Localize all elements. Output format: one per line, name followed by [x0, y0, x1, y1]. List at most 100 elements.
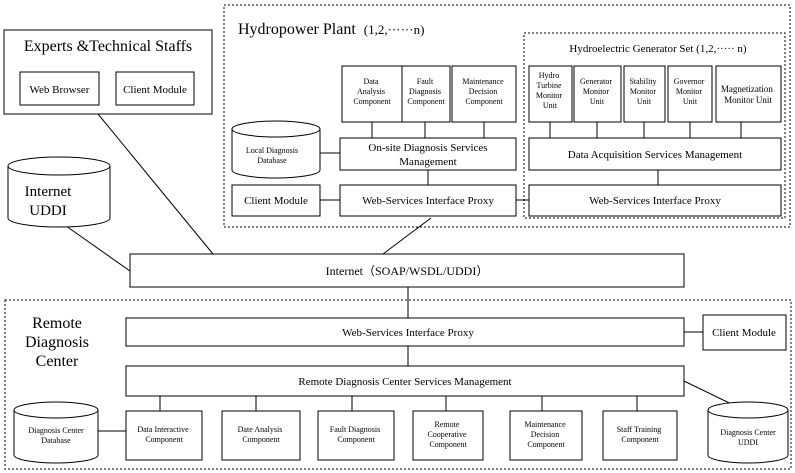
remote-client-module[interactable] [702, 314, 787, 351]
generator-set-dashed-boundary [523, 32, 786, 219]
remote-diagnosis-center-group: Remote Diagnosis Center Web-Services Int… [4, 299, 792, 470]
remote-comp-5-l2: Decision [531, 430, 559, 439]
gen-unit-1-l3: Monitor [536, 91, 563, 100]
daq-mgmt-label: Data Acquisition Services Management [568, 149, 742, 161]
gen-ws-proxy-label: Web-Services Interface Proxy [589, 195, 721, 207]
remote-comp-2-text: Date Analysis Component [238, 425, 285, 444]
gen-unit-5-l2: Monitor Unit [724, 95, 772, 105]
plant-title: Hydropower Plant (1,2,······n) [238, 21, 424, 38]
gen-unit-3-text: Stability Monitor Unit [629, 77, 658, 106]
hydro-turbine-monitor-unit[interactable] [528, 65, 573, 123]
internet-bar-label: Internet（SOAP/WSDL/UDDI） [326, 264, 489, 278]
staff-training-component[interactable] [602, 410, 678, 461]
remote-comp-5-l3: Component [527, 440, 565, 449]
remote-comp-6-l1: Staff Training [617, 425, 662, 434]
stability-monitor-unit[interactable] [623, 65, 666, 123]
data-acquisition-services-management[interactable] [528, 137, 782, 171]
gen-unit-4-l1: Governor [674, 77, 705, 86]
remote-comp-3-text: Fault Diagnosis Component [330, 425, 382, 444]
remote-dashed-boundary [4, 299, 792, 470]
remote-comp-4-text: Remote Cooperative Component [427, 420, 468, 449]
onsite-diagnosis-services-management[interactable] [339, 137, 517, 171]
experts-client-module-label: Client Module [123, 84, 187, 96]
local-db-line-2: Database [257, 156, 287, 165]
governor-monitor-unit[interactable] [667, 65, 713, 123]
remote-title-line-1: Remote [32, 315, 82, 332]
plant-comp-3-l1: Maintenance [462, 77, 504, 86]
internet-soap-wsdl-uddi[interactable] [129, 253, 685, 288]
gen-unit-4-text: Governor Monitor Unit [674, 77, 707, 106]
plant-comp-1-l1: Data [363, 77, 379, 86]
remote-services-mgmt-label: Remote Diagnosis Center Services Managem… [298, 376, 511, 388]
connectors [58, 113, 749, 432]
remote-db-line-1: Diagnosis Center [28, 426, 84, 435]
web-browser-label: Web Browser [30, 84, 90, 96]
web-browser-box[interactable] [19, 71, 100, 106]
remote-comp-4-l1: Remote [435, 420, 460, 429]
plant-web-services-interface-proxy[interactable] [339, 184, 517, 217]
plant-comp-2-text: Fault Diagnosis Component [407, 77, 445, 106]
plant-title-text: Hydropower Plant [238, 21, 356, 38]
remote-ws-proxy-label: Web-Services Interface Proxy [342, 327, 474, 339]
onsite-mgmt-line-2: Management [399, 156, 456, 168]
remote-comp-4-l3: Component [429, 440, 467, 449]
gen-unit-2-text: Generator Monitor Unit [580, 77, 614, 106]
remote-comp-3-l2: Component [337, 435, 375, 444]
gen-unit-3-l2: Monitor [630, 87, 657, 96]
maintenance-decision-component[interactable] [509, 410, 583, 461]
plant-comp-2-l3: Component [407, 97, 445, 106]
remote-comp-1-l2: Component [145, 435, 183, 444]
plant-fault-diagnosis-component[interactable] [401, 65, 451, 123]
internet-uddi-database: Internet UDDI [7, 156, 111, 228]
generator-web-services-interface-proxy[interactable] [528, 184, 782, 217]
connector-uddi-internet [58, 220, 131, 272]
gen-unit-5-l1: Magnetization [721, 84, 773, 94]
generator-monitor-unit[interactable] [573, 65, 622, 123]
date-analysis-component[interactable] [221, 410, 301, 461]
remote-title-line-2: Diagnosis [25, 334, 89, 351]
remote-comp-5-text: Maintenance Decision Component [524, 420, 567, 449]
remote-diagnosis-center-services-management[interactable] [125, 365, 685, 397]
data-interactive-component[interactable] [125, 410, 203, 461]
remote-web-services-interface-proxy[interactable] [125, 317, 685, 347]
plant-ws-proxy-label: Web-Services Interface Proxy [362, 195, 494, 207]
remote-comp-1-l1: Data Interactive [137, 425, 189, 434]
plant-maintenance-decision-component[interactable] [451, 65, 517, 123]
fault-diagnosis-component[interactable] [317, 410, 395, 461]
plant-client-module[interactable] [231, 184, 321, 217]
remote-cooperative-component[interactable] [412, 410, 484, 461]
plant-dashed-boundary [223, 4, 791, 228]
remote-client-module-label: Client Module [712, 327, 776, 339]
plant-comp-3-text: Maintenance Decision Component [462, 77, 505, 106]
plant-comp-1-l2: Analysis [357, 87, 385, 96]
remote-comp-6-text: Staff Training Component [617, 425, 664, 444]
gen-unit-2-l3: Unit [590, 97, 605, 106]
remote-comp-3-l1: Fault Diagnosis [330, 425, 380, 434]
remote-comp-1-text: Data Interactive Component [137, 425, 190, 444]
generator-set-group: Hydroelectric Generator Set (1,2,····· n… [523, 32, 786, 219]
plant-comp-3-l2: Decision [469, 87, 497, 96]
remote-comp-2-l1: Date Analysis [238, 425, 283, 434]
connector-experts-internet [97, 113, 214, 255]
plant-client-module-label: Client Module [244, 195, 308, 207]
plant-comp-2-l1: Fault [417, 77, 434, 86]
remote-comp-2-l2: Component [242, 435, 280, 444]
plant-comp-1-l3: Component [353, 97, 391, 106]
gen-unit-1-l1: Hydro [539, 71, 559, 80]
diagnosis-center-database: Diagnosis Center Database [13, 401, 99, 464]
experts-group: Experts &Technical Staffs Web Browser Cl… [3, 29, 213, 115]
internet-uddi-line-2: UDDI [29, 203, 67, 219]
generator-set-title: Hydroelectric Generator Set (1,2,····· n… [569, 43, 746, 55]
remote-comp-5-l1: Maintenance [524, 420, 566, 429]
hydropower-plant-group: Hydropower Plant (1,2,······n) Data Anal… [223, 4, 791, 228]
experts-client-module-box[interactable] [115, 71, 195, 106]
magnetization-monitor-unit[interactable] [715, 65, 782, 123]
diagnosis-center-uddi: Diagnosis Center UDDI [707, 401, 789, 464]
gen-unit-5-text: Magnetization Monitor Unit [721, 84, 775, 105]
internet-uddi-line-1: Internet [25, 184, 72, 200]
plant-comp-2-l2: Diagnosis [409, 87, 441, 96]
gen-unit-3-l3: Unit [637, 97, 652, 106]
experts-title: Experts &Technical Staffs [24, 38, 192, 55]
gen-unit-4-l2: Monitor [676, 87, 703, 96]
